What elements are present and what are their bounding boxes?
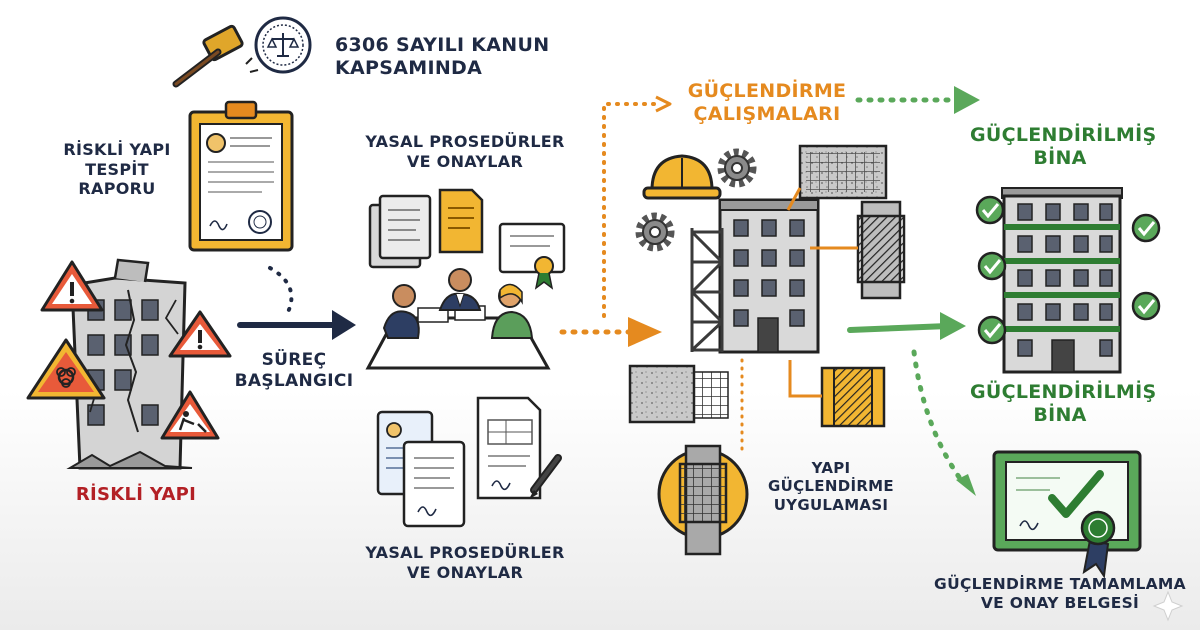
checkmark-badge-icon [975, 195, 1005, 225]
reinforcement-callout-lines [740, 187, 858, 452]
reinforced-building-bottom-line-2: BİNA [1033, 404, 1087, 427]
meeting-table-icon [365, 268, 551, 370]
justice-seal-icon [254, 16, 312, 74]
reinforcement-works-line-2: ÇALIŞMALARI [693, 103, 841, 126]
green-arrow-to-building-icon [847, 312, 966, 340]
application-line-1: YAPI [811, 459, 851, 477]
risk-report-label-line-2: TESPİT RAPORU [78, 159, 156, 199]
reinforced-building-top-line-2: BİNA [1033, 147, 1087, 170]
application-line-3: UYGULAMASI [773, 495, 889, 514]
process-start-label-line-1: SÜREÇ [261, 350, 327, 370]
process-start-arrow-icon [237, 310, 356, 340]
orange-arrow-to-reinforcement-icon [559, 317, 662, 347]
column-strengthening-icon [657, 444, 749, 556]
scaffolded-building-icon [690, 198, 820, 354]
risk-report-label: RİSKLİ YAPI TESPİT RAPORU [52, 140, 182, 199]
warning-sign-icon [40, 260, 104, 312]
pen-icon [529, 454, 562, 499]
reinforced-building-top-line-1: GÜÇLENDİRİLMİŞ [970, 124, 1157, 146]
signed-documents-icon [376, 396, 542, 528]
completion-certificate-line-2: VE ONAY BELGESİ [980, 593, 1140, 612]
column-jacket-icon [820, 366, 886, 428]
legal-procedures-top-label: YASAL PROSEDÜRLER VE ONAYLAR [360, 132, 570, 171]
legal-procedures-top-line-1: YASAL PROSEDÜRLER [365, 132, 565, 151]
legal-procedures-bottom-label: YASAL PROSEDÜRLER VE ONAYLAR [360, 543, 570, 582]
sparkle-icon [1152, 590, 1184, 622]
green-dotted-arrow-to-certificate-icon [911, 349, 976, 496]
completion-certificate-label: GÜÇLENDİRME TAMAMLAMA VE ONAY BELGESİ [930, 575, 1190, 613]
checkmark-badge-icon [977, 251, 1007, 281]
concrete-mesh-panel-icon [798, 144, 888, 200]
completion-certificate-line-1: GÜÇLENDİRME TAMAMLAMA [934, 575, 1186, 593]
reinforced-building-bottom-label: GÜÇLENDİRİLMİŞ BİNA [970, 381, 1157, 427]
application-line-2: GÜÇLENDİRME [768, 477, 894, 496]
legal-procedures-bottom-line-1: YASAL PROSEDÜRLER [365, 543, 565, 562]
process-start-label: SÜREÇ BAŞLANGICI [232, 350, 356, 391]
gavel-icon [172, 24, 259, 88]
reinforced-building-icon [1001, 187, 1123, 374]
legal-procedures-bottom-line-2: VE ONAYLAR [406, 562, 524, 582]
checkmark-badge-icon [977, 315, 1007, 345]
risky-building-icon [66, 258, 193, 470]
green-dotted-arrow-top-icon [855, 86, 980, 114]
reinforced-building-top-label: GÜÇLENDİRİLMİŞ BİNA [970, 124, 1157, 170]
orange-dotted-branch-up [602, 102, 660, 318]
checkmark-badge-icon [1131, 213, 1161, 243]
gear-icon [717, 148, 757, 188]
documents-stack-icon [368, 188, 566, 290]
hard-hat-icon [642, 154, 722, 200]
reinforcement-works-line-1: GÜÇLENDİRME [687, 80, 847, 102]
risk-report-clipboard-icon [188, 100, 294, 252]
approval-certificate-icon [992, 450, 1142, 552]
concrete-sample-icon [628, 364, 729, 424]
construction-worker-sign-icon [160, 390, 220, 440]
legal-procedures-top-line-2: VE ONAYLAR [406, 151, 524, 171]
checkmark-badge-icon [1131, 291, 1161, 321]
process-start-label-line-2: BAŞLANGICI [234, 370, 354, 391]
law-title-line-1: 6306 SAYILI KANUN [335, 34, 550, 56]
risky-building-label: RİSKLİ YAPI [75, 484, 197, 505]
risk-report-label-line-1: RİSKLİ YAPI [63, 140, 171, 159]
law-title: 6306 SAYILI KANUN KAPSAMINDA [335, 34, 549, 80]
reinforcement-works-label: GÜÇLENDİRME ÇALIŞMALARI [682, 80, 852, 126]
wrapped-column-icon [856, 200, 906, 300]
reinforced-building-bottom-line-1: GÜÇLENDİRİLMİŞ [970, 381, 1157, 403]
law-title-line-2: KAPSAMINDA [335, 57, 483, 80]
gear-icon [635, 212, 675, 252]
biohazard-sign-icon [26, 338, 106, 400]
warning-sign-icon [168, 310, 232, 358]
structure-strengthening-application-label: YAPI GÜÇLENDİRME UYGULAMASI [756, 459, 906, 514]
dotted-connector-report-to-building [268, 266, 294, 314]
award-ribbon-icon [1080, 510, 1116, 579]
